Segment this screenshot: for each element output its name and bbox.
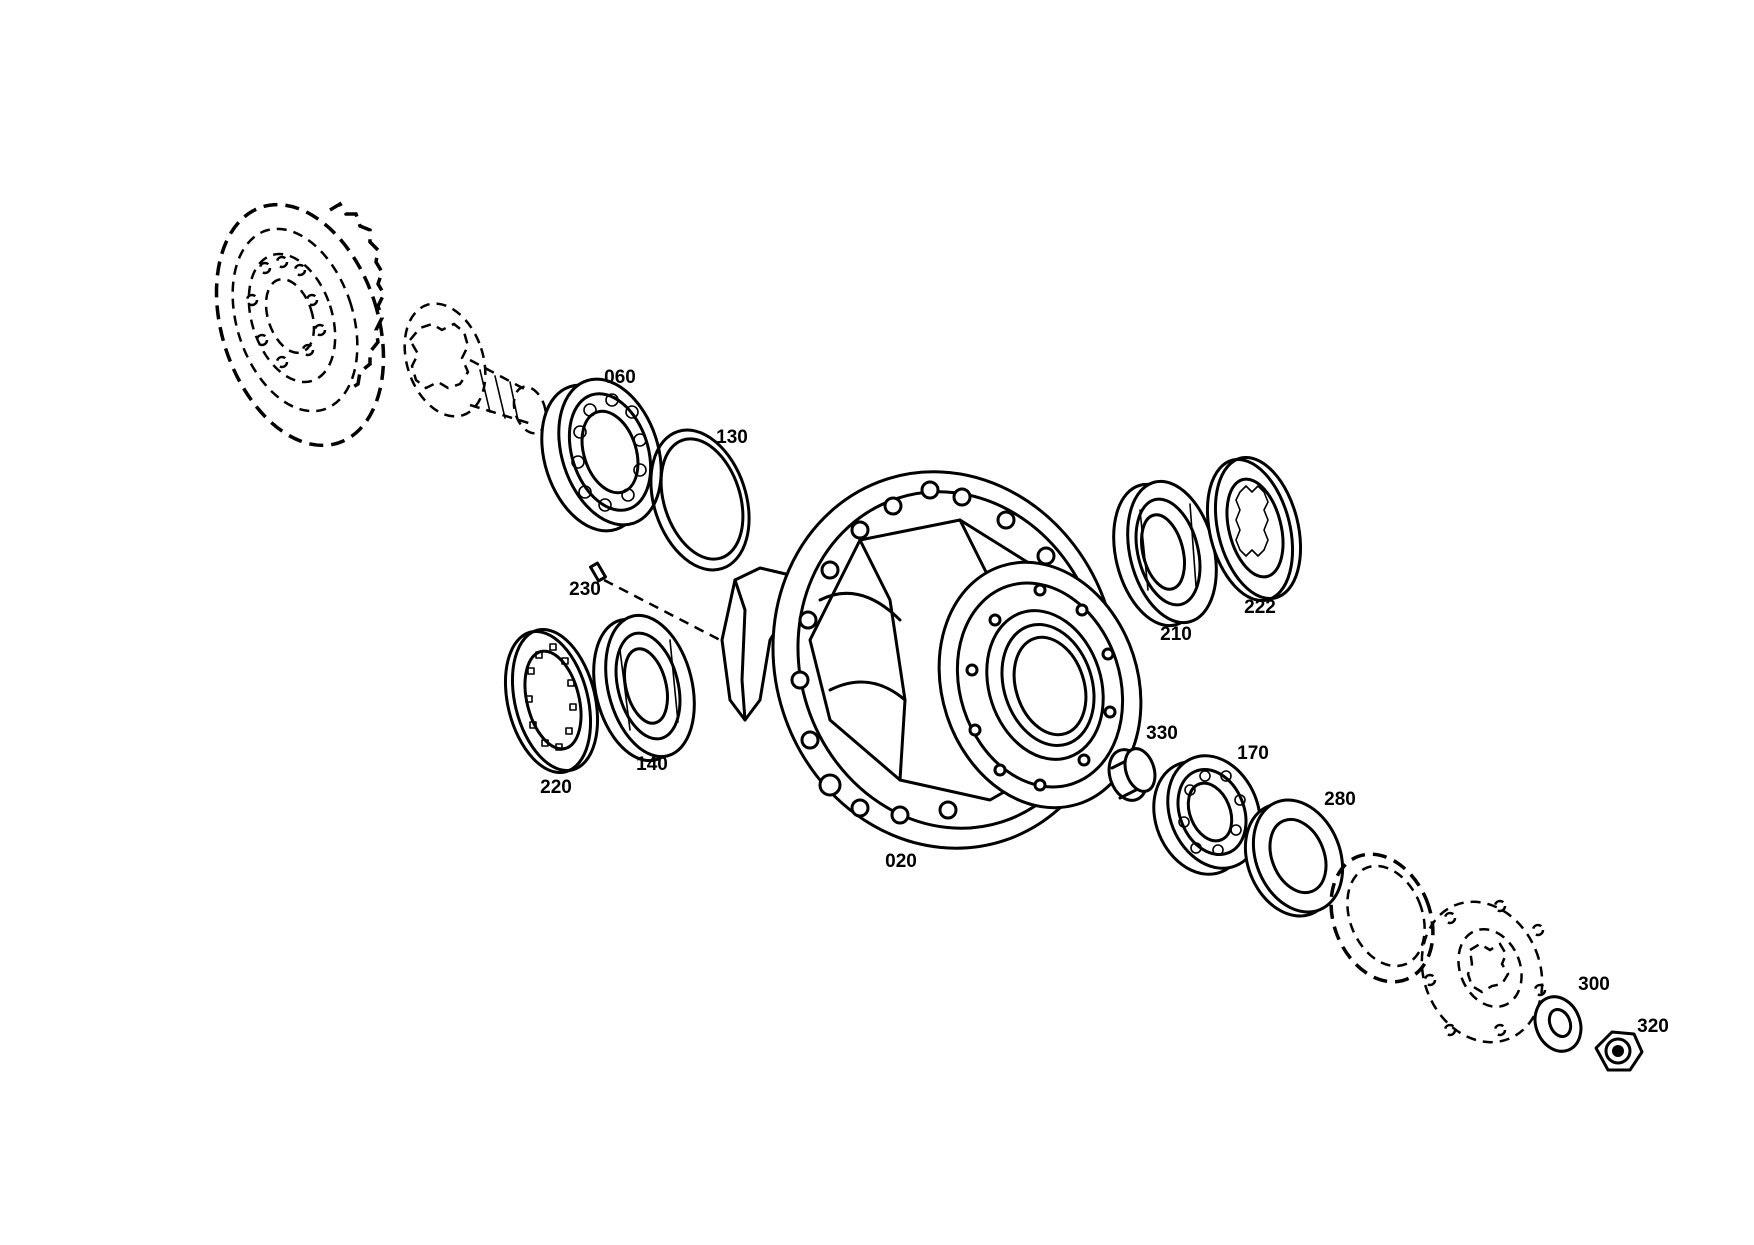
pin-230 (589, 561, 721, 642)
label-220: 220 (540, 777, 572, 798)
crown-gear-phantom (214, 201, 386, 448)
sleeve-330 (1107, 747, 1157, 802)
bearing-210 (1112, 479, 1218, 628)
label-130: 130 (716, 427, 748, 448)
pinion-shaft-phantom (403, 302, 548, 435)
hex-nut-320 (1594, 1030, 1644, 1072)
shim-ring-130 (649, 428, 751, 572)
label-020: 020 (885, 851, 917, 872)
label-060: 060 (604, 367, 636, 388)
toothed-ring-220 (503, 627, 600, 775)
label-280: 280 (1324, 789, 1356, 810)
label-330: 330 (1146, 723, 1178, 744)
label-300: 300 (1578, 974, 1610, 995)
label-170: 170 (1237, 743, 1269, 764)
bearing-170 (1152, 754, 1262, 876)
differential-housing-020 (720, 470, 1143, 850)
label-222: 222 (1244, 597, 1276, 618)
cover-phantom (1329, 852, 1435, 984)
output-flange-phantom (1420, 899, 1547, 1044)
washer-300 (1533, 995, 1583, 1053)
bearing-060 (540, 377, 663, 533)
seal-ring-280 (1243, 798, 1345, 918)
bearing-140 (592, 613, 696, 763)
label-140: 140 (636, 754, 668, 775)
label-320: 320 (1637, 1016, 1669, 1037)
label-210: 210 (1160, 624, 1192, 645)
label-230: 230 (569, 579, 601, 600)
toothed-ring-222 (1205, 455, 1303, 603)
